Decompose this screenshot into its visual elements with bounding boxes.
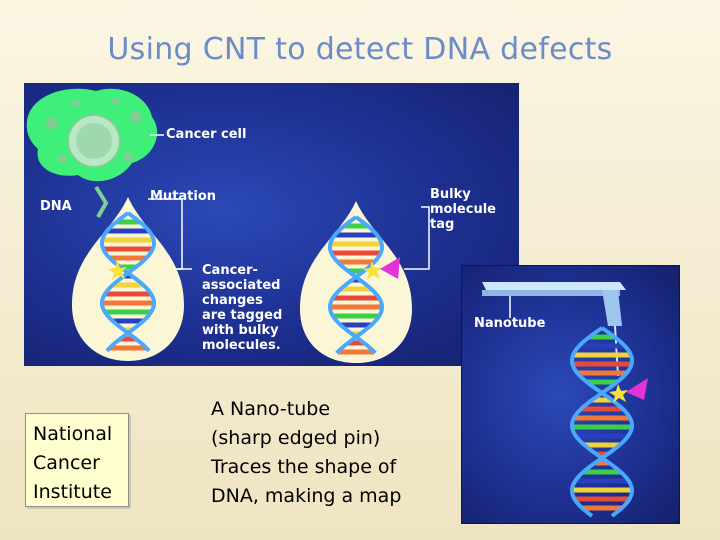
source-line: Cancer [33, 452, 100, 474]
nanotube-illustration: Nanotube [461, 265, 680, 524]
label-nanotube: Nanotube [474, 316, 546, 331]
label-bulky-tag: Bulky molecule tag [430, 187, 496, 232]
label-dna: DNA [40, 199, 72, 214]
left-helix [99, 211, 157, 353]
slide-title: Using CNT to detect DNA defects [107, 32, 613, 67]
caption-line: A Nano-tube [211, 398, 331, 420]
nanotube-graphic [482, 282, 648, 518]
caption-line: Traces the shape of [211, 456, 397, 478]
source-box: National Cancer Institute [25, 413, 129, 507]
source-line: National [33, 423, 113, 445]
label-cancer-changes: Cancer- associated changes are tagged wi… [202, 263, 283, 353]
mutation-star-left [108, 261, 127, 280]
right-helix [327, 215, 385, 355]
left-dna-drop [72, 197, 184, 361]
mutation-star-tube [609, 384, 628, 403]
label-mutation: Mutation [150, 189, 217, 204]
dna-illustration: Cancer cell DNA Mutation Bulky molecule … [24, 83, 519, 366]
caption-text: A Nano-tube (sharp edged pin) Traces the… [211, 395, 461, 511]
label-cancer-cell: Cancer cell [166, 127, 247, 142]
source-line: Institute [33, 481, 112, 503]
nanotube-helix [569, 326, 635, 518]
bulky-tag-tube [626, 378, 648, 400]
mutation-star-right [363, 261, 382, 280]
bulky-tag-right [380, 257, 400, 279]
illustration-graphic [26, 88, 430, 363]
caption-line: (sharp edged pin) [211, 427, 381, 449]
caption-line: DNA, making a map [211, 485, 402, 507]
nanotube-cantilever [482, 282, 626, 377]
cancer-cell-graphic [26, 88, 158, 218]
